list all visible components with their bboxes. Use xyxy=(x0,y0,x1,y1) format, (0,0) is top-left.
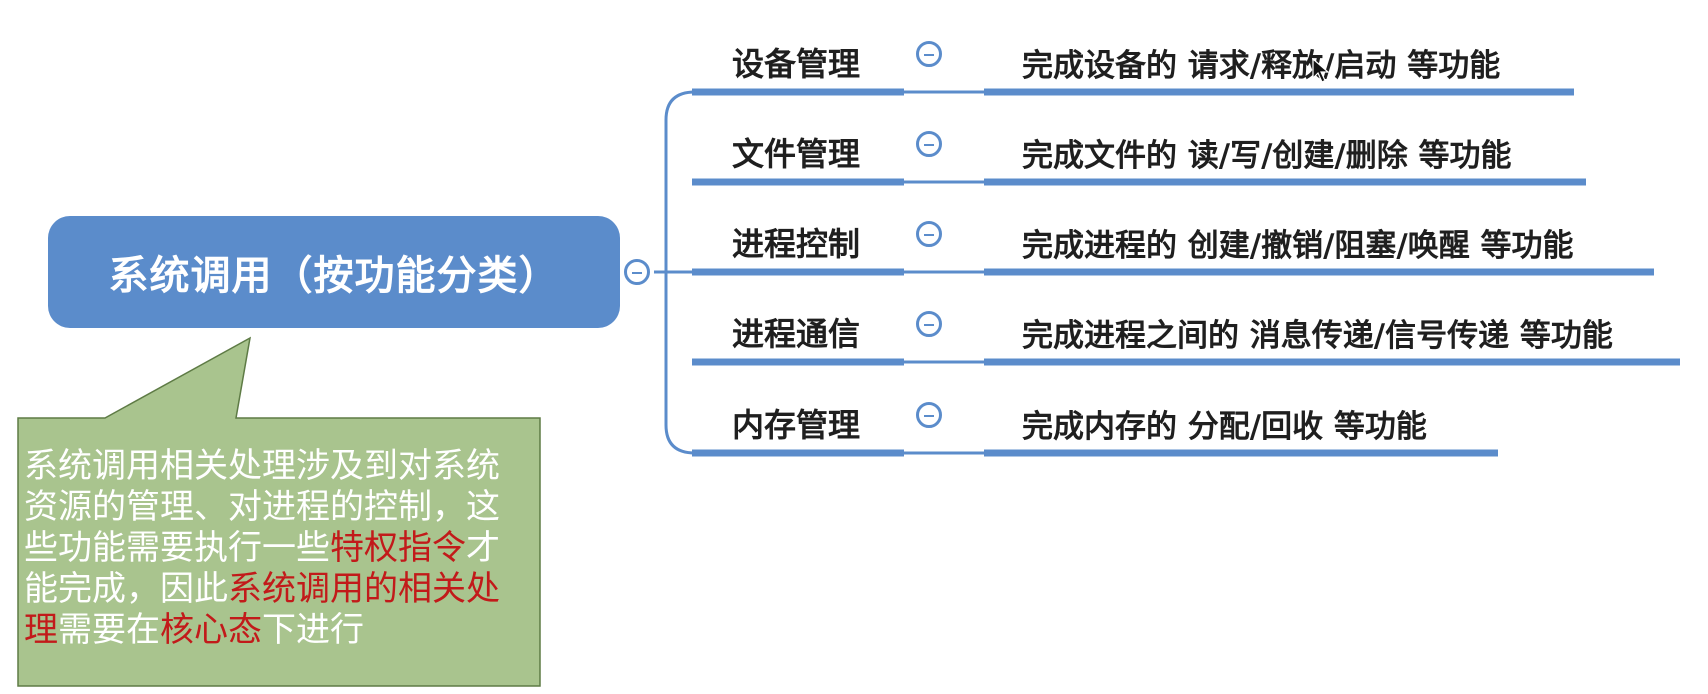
branch-description[interactable]: 完成进程的 创建/撤销/阻塞/唤醒 等功能 xyxy=(1022,228,1574,264)
note-highlight: 系统调用的相关处理 xyxy=(24,569,500,650)
note-highlight: 特权指令 xyxy=(330,528,466,568)
branch-collapse-icon[interactable] xyxy=(916,402,942,428)
branch-description[interactable]: 完成进程之间的 消息传递/信号传递 等功能 xyxy=(1022,318,1613,354)
branch-label[interactable]: 内存管理 xyxy=(732,406,861,444)
note-highlight: 核心态 xyxy=(160,610,262,650)
root-node[interactable]: 系统调用（按功能分类） xyxy=(48,216,620,328)
branch-collapse-icon[interactable] xyxy=(916,221,942,247)
branch-label[interactable]: 设备管理 xyxy=(732,45,861,83)
branch-description[interactable]: 完成内存的 分配/回收 等功能 xyxy=(1022,409,1427,445)
branch-label[interactable]: 文件管理 xyxy=(732,135,861,173)
callout-note-box xyxy=(17,336,541,687)
note-segment: 需要在 xyxy=(58,610,160,650)
branch-collapse-icon[interactable] xyxy=(916,41,942,67)
branch-description[interactable]: 完成文件的 读/写/创建/删除 等功能 xyxy=(1022,138,1512,174)
root-collapse-icon[interactable] xyxy=(624,259,650,285)
branch-collapse-icon[interactable] xyxy=(916,131,942,157)
root-label: 系统调用（按功能分类） xyxy=(108,253,560,299)
branch-description[interactable]: 完成设备的 请求/释放/启动 等功能 xyxy=(1022,48,1501,84)
branch-label[interactable]: 进程通信 xyxy=(732,315,861,353)
mouse-cursor-icon xyxy=(1312,58,1330,83)
branch-label[interactable]: 进程控制 xyxy=(732,225,861,263)
note-segment: 下进行 xyxy=(262,610,364,650)
note-segment: 才能完成，因此 xyxy=(24,528,500,609)
branch-collapse-icon[interactable] xyxy=(916,311,942,337)
note-segment: 系统调用相关处理涉及到对系统资源的管理、对进程的控制，这些功能需要执行一些 xyxy=(24,446,500,568)
callout-note-text: 系统调用相关处理涉及到对系统资源的管理、对进程的控制，这些功能需要执行一些特权指… xyxy=(24,446,524,651)
